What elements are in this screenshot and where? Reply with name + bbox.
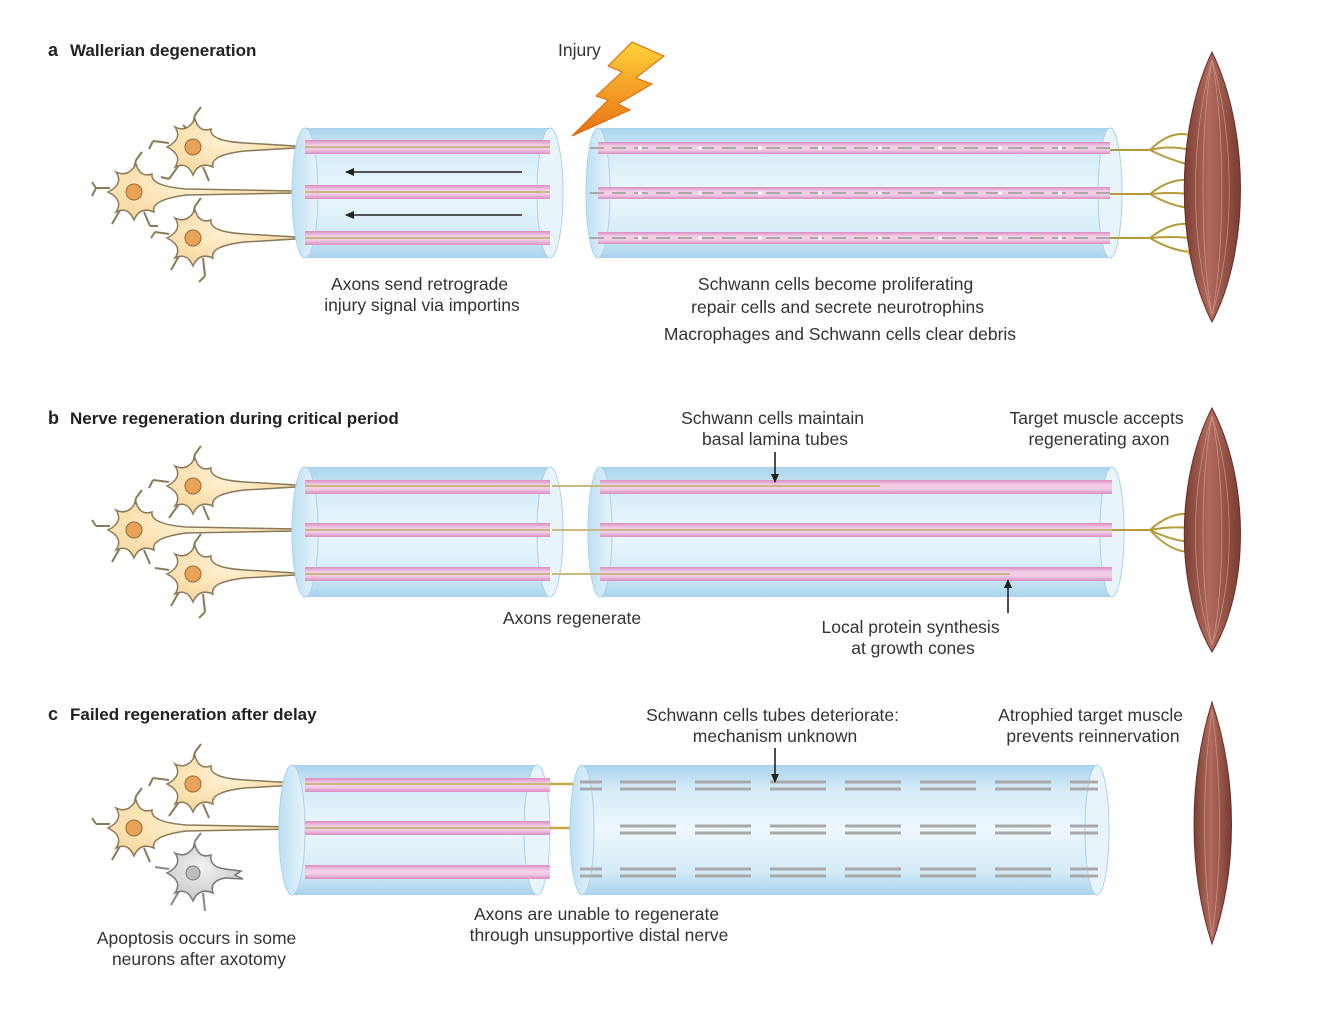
neuron-cluster-b [91,445,297,619]
panel-a: a Wallerian degeneration [48,40,1241,344]
atrophied-muscle-c [1193,700,1232,946]
tube-caption-b: Schwann cells maintain basal lamina tube… [681,408,869,449]
neuron [148,743,296,819]
proximal-nerve-tube-c [278,764,551,896]
panel-b: b Nerve regeneration during critical per… [48,406,1241,658]
growth-cone-caption-b: Local protein synthesis at growth cones [822,617,1005,658]
injury-label: Injury [558,40,601,60]
apoptotic-neuron [154,832,244,912]
distal-nerve-tube-b [552,466,1125,598]
injury-bolt-icon [571,41,665,137]
muscle-caption-c: Atrophied target muscle prevents reinner… [998,705,1188,746]
panel-b-letter: b [48,408,59,428]
neuron-caption-c: Apoptosis occurs in some neurons after a… [97,928,301,969]
panel-a-letter: a [48,40,59,60]
neuron-cluster-a [91,106,297,283]
panel-a-title: Wallerian degeneration [70,41,256,60]
proximal-caption-a: Axons send retrograde injury signal via … [324,274,520,315]
proximal-nerve-tube-b [291,466,564,598]
distal-nerve-tube-c [569,764,1110,896]
neuron [91,787,297,863]
neuron [154,533,296,619]
panel-c-title: Failed regeneration after delay [70,705,317,724]
neuron [91,151,297,227]
panel-c: c Failed regeneration after delay [48,700,1232,969]
neuron [148,445,296,521]
panel-c-letter: c [48,704,58,724]
nerve-caption-c: Axons are unable to regenerate through u… [470,904,729,945]
proximal-caption-b: Axons regenerate [503,608,641,628]
target-muscle-a [1183,50,1241,324]
nerve-terminal-b [1112,512,1191,553]
distal-nerve-tube-a [585,127,1123,259]
muscle-caption-b: Target muscle accepts regenerating axon [1010,408,1189,449]
neuron [91,489,297,565]
distal-caption-a: Schwann cells become proliferating repai… [664,274,1016,344]
neuron [148,106,296,182]
panel-b-title: Nerve regeneration during critical perio… [70,409,399,428]
neuron [150,197,296,283]
tube-caption-c: Schwann cells tubes deteriorate: mechani… [646,705,904,746]
proximal-nerve-tube-a [291,127,564,259]
nerve-terminals-a [1110,133,1191,253]
target-muscle-b [1183,406,1241,653]
neuron-cluster-c [91,743,297,912]
